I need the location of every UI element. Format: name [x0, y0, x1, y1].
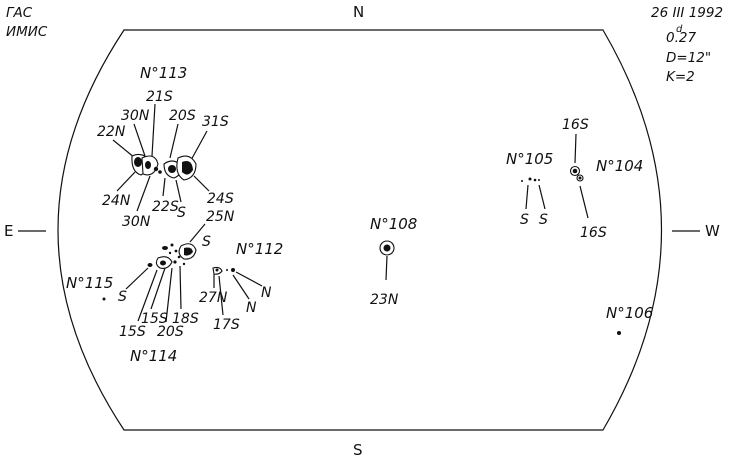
- group-113-label-24N: 24N: [102, 193, 131, 209]
- observatory-line-1: ГАС: [6, 5, 33, 21]
- group-114-label-18S: 18S: [172, 311, 199, 327]
- group-113-label-21S: 21S: [146, 89, 173, 105]
- group-113-label-20S: 20S: [169, 108, 196, 124]
- group-105-spots: [521, 177, 540, 182]
- group-108-label-23N: 23N: [370, 292, 399, 308]
- group-112-label-17S: 17S: [213, 317, 240, 333]
- group-104-number: N°104: [596, 157, 643, 175]
- observation-time-unit: d: [676, 24, 683, 35]
- observation-date: 26 III 1992: [651, 5, 723, 21]
- group-114-spots: [147, 243, 197, 269]
- group-104-leader-bottom: [579, 185, 589, 219]
- group-105-label-S: S: [520, 212, 529, 228]
- group-113-label-S: S: [177, 205, 186, 221]
- east-label: E: [4, 222, 13, 240]
- group-113-leaders: [112, 103, 210, 212]
- group-114-label-S: S: [202, 234, 211, 250]
- group-106-spot: [617, 331, 621, 335]
- group-114-label-20S: 20S: [157, 324, 184, 340]
- south-label: S: [353, 441, 363, 459]
- group-112-label-N: N: [261, 285, 272, 301]
- north-label: N: [353, 3, 364, 21]
- group-104-label-16S: 16S: [562, 117, 589, 133]
- group-114-number: N°114: [130, 347, 177, 365]
- observatory-line-2: ИМИС: [6, 24, 48, 40]
- group-108-leader: [385, 255, 388, 281]
- observation-time: 0.27: [666, 30, 696, 46]
- group-105-label-S-b: S: [539, 212, 548, 228]
- group-115-leader: [125, 267, 149, 290]
- group-114-label-25N: 25N: [206, 209, 235, 225]
- group-106-number: N°106: [606, 304, 653, 322]
- group-113-label-30N: 30N: [121, 108, 150, 124]
- observation-diameter: D=12": [666, 50, 711, 66]
- group-108-spot: [379, 240, 395, 256]
- solar-disk-outline: [57, 29, 663, 431]
- west-label: W: [705, 222, 720, 240]
- group-114-label-15S: 15S: [119, 324, 146, 340]
- group-113-label-31S: 31S: [202, 114, 229, 130]
- group-115-label-S: S: [118, 289, 127, 305]
- observation-k: K=2: [666, 69, 695, 85]
- group-115-spot: [102, 297, 106, 301]
- group-113-number: N°113: [140, 64, 187, 82]
- group-113-label-22S: 22S: [152, 199, 179, 215]
- group-105-leaders: [525, 184, 546, 210]
- group-114-label-15S-b: 15S: [141, 311, 168, 327]
- group-105-number: N°105: [506, 150, 553, 168]
- group-113-label-30N-b: 30N: [122, 214, 151, 230]
- group-115-number: N°115: [66, 274, 113, 292]
- group-104-label-16S-b: 16S: [580, 225, 607, 241]
- group-114-leaders: [137, 223, 206, 323]
- group-104-spots: [569, 165, 584, 182]
- group-112-number: N°112: [236, 240, 283, 258]
- group-113-label-24S: 24S: [207, 191, 234, 207]
- group-112-leaders: [213, 271, 263, 316]
- group-113-label-22N: 22N: [97, 124, 126, 140]
- group-112-label-27N: 27N: [199, 290, 228, 306]
- group-112-label-N-b: N: [246, 300, 257, 316]
- group-108-number: N°108: [370, 215, 417, 233]
- group-104-leader-top: [574, 133, 577, 164]
- group-112-spots: [212, 266, 235, 275]
- group-113-spots: [131, 153, 197, 181]
